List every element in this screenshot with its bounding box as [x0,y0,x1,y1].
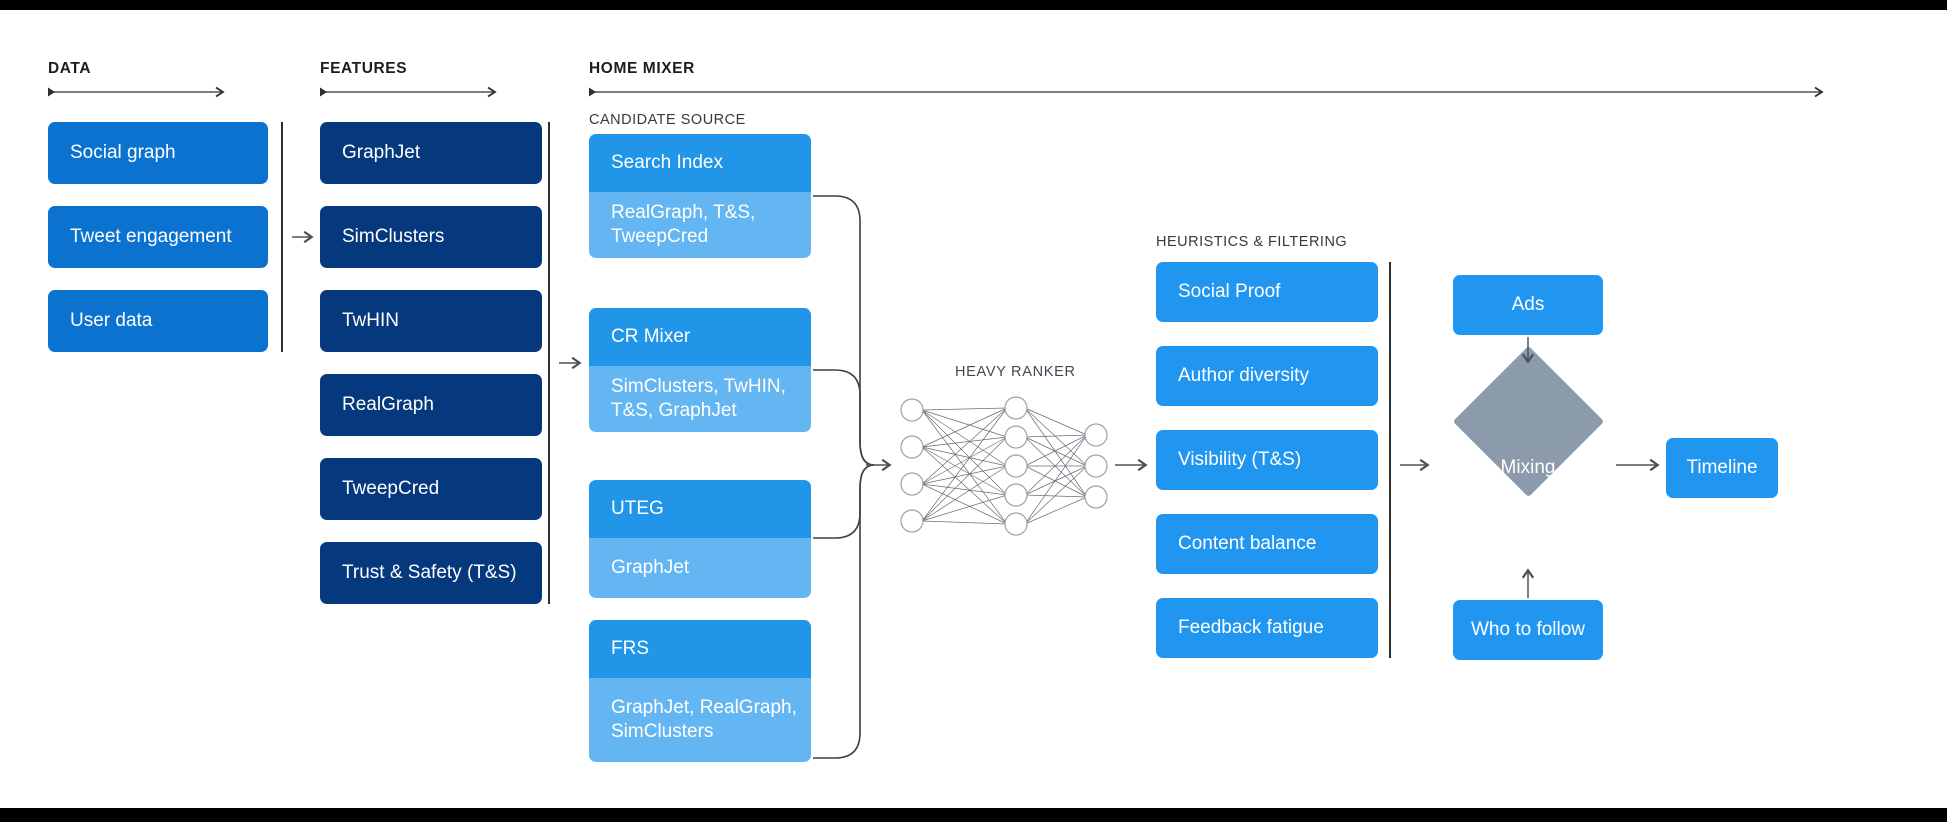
feature-box-graphjet[interactable]: GraphJet [320,122,542,184]
heavy-ranker-network [900,396,1108,536]
candidate-source-detail: RealGraph, T&S, TweepCred [589,192,811,258]
candidate-source-uteg[interactable]: UTEG GraphJet [589,480,811,598]
feature-box-realgraph[interactable]: RealGraph [320,374,542,436]
feature-box-label: RealGraph [342,394,434,416]
heuristic-box-author-diversity[interactable]: Author diversity [1156,346,1378,406]
candidate-source-detail: GraphJet, RealGraph, SimClusters [589,678,811,762]
candidate-source-title: Search Index [589,134,811,192]
timeline-box-label: Timeline [1686,457,1758,479]
timeline-box[interactable]: Timeline [1666,438,1778,498]
feature-box-label: GraphJet [342,142,421,164]
heuristic-box-feedback-fatigue[interactable]: Feedback fatigue [1156,598,1378,658]
divider-features-homemixer [548,122,550,604]
heuristic-box-label: Content balance [1178,533,1317,555]
data-box-label: Tweet engagement [70,226,232,248]
feature-box-tweepcred[interactable]: TweepCred [320,458,542,520]
data-box-tweet-engagement[interactable]: Tweet engagement [48,206,268,268]
section-header-features: FEATURES [320,60,408,77]
data-box-label: Social graph [70,142,176,164]
candidate-source-frs[interactable]: FRS GraphJet, RealGraph, SimClusters [589,620,811,762]
heuristic-box-label: Author diversity [1178,365,1309,387]
heuristic-box-label: Visibility (T&S) [1178,449,1302,471]
candidate-gather-brace [813,195,875,759]
feature-box-label: TwHIN [342,310,399,332]
connector-overlay [292,195,1660,759]
feature-box-label: Trust & Safety (T&S) [342,562,517,584]
who-to-follow-label: Who to follow [1470,619,1586,641]
feature-box-twhin[interactable]: TwHIN [320,290,542,352]
feature-box-label: SimClusters [342,226,445,248]
candidate-source-search-index[interactable]: Search Index RealGraph, T&S, TweepCred [589,134,811,258]
letterbox-top [0,0,1947,10]
data-box-user-data[interactable]: User data [48,290,268,352]
section-rule-data [48,86,270,98]
candidate-source-cr-mixer[interactable]: CR Mixer SimClusters, TwHIN, T&S, GraphJ… [589,308,811,432]
candidate-source-title: UTEG [589,480,811,538]
divider-data-features [281,122,283,352]
feature-box-simclusters[interactable]: SimClusters [320,206,542,268]
data-box-label: User data [70,310,153,332]
mixing-diamond-label: Mixing [1500,457,1556,478]
candidate-source-title: FRS [589,620,811,678]
section-rule-home-mixer [589,86,1829,98]
sublabel-heavy-ranker: HEAVY RANKER [955,364,1076,380]
letterbox-bottom [0,808,1947,822]
candidate-source-title: CR Mixer [589,308,811,366]
feature-box-label: TweepCred [342,478,440,500]
candidate-source-detail: GraphJet [589,538,811,598]
heuristic-box-content-balance[interactable]: Content balance [1156,514,1378,574]
section-header-data: DATA [48,60,92,77]
heuristic-box-visibility[interactable]: Visibility (T&S) [1156,430,1378,490]
section-header-home-mixer: HOME MIXER [589,60,695,77]
ads-box-label: Ads [1511,294,1545,316]
candidate-source-detail: SimClusters, TwHIN, T&S, GraphJet [589,366,811,432]
diagram-canvas: DATA FEATURES HOME MIXER CA [0,10,1947,808]
heuristic-box-label: Feedback fatigue [1178,617,1324,639]
data-box-social-graph[interactable]: Social graph [48,122,268,184]
heuristic-box-label: Social Proof [1178,281,1281,303]
divider-heuristics-mixing [1389,262,1391,658]
section-rule-features [320,86,542,98]
who-to-follow-box[interactable]: Who to follow [1453,600,1603,660]
heuristic-box-social-proof[interactable]: Social Proof [1156,262,1378,322]
feature-box-trust-safety[interactable]: Trust & Safety (T&S) [320,542,542,604]
sublabel-heuristics: HEURISTICS & FILTERING [1156,234,1348,250]
ads-box[interactable]: Ads [1453,275,1603,335]
sublabel-candidate-source: CANDIDATE SOURCE [589,112,746,128]
